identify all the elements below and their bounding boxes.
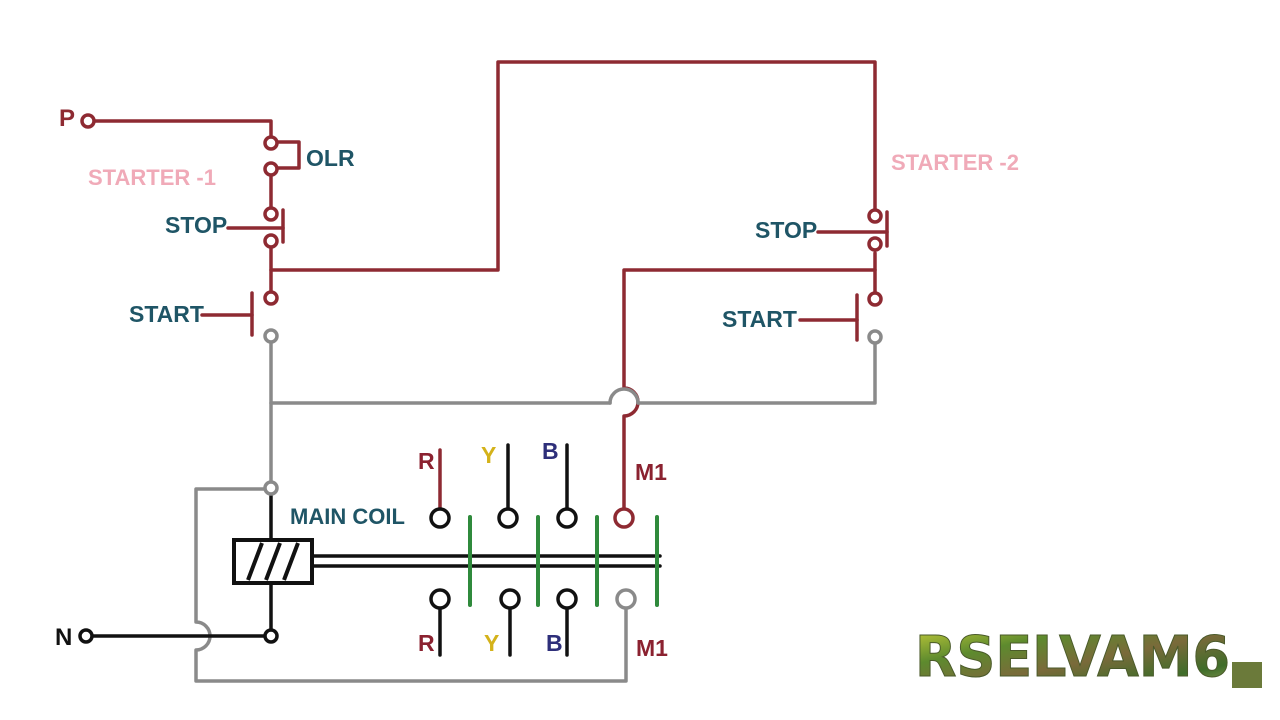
terminal-circle-icon xyxy=(263,135,279,151)
terminal-circle-icon xyxy=(499,588,521,610)
label-olr: OLR xyxy=(306,145,355,171)
terminal-circle-icon xyxy=(556,507,578,529)
terminal-circle-icon xyxy=(497,507,519,529)
terminal-circle-icon xyxy=(80,113,96,129)
terminal-circle-icon xyxy=(263,328,279,344)
terminal-circle-icon xyxy=(867,236,883,252)
terminal-circle-icon xyxy=(615,588,637,610)
black-wiring xyxy=(88,443,662,657)
coil-winding xyxy=(246,542,300,581)
terminal-circle-icon xyxy=(867,208,883,224)
terminal-circle-icon xyxy=(429,588,451,610)
label-m1-bottom: M1 xyxy=(636,635,668,661)
label-start-1: START xyxy=(129,301,204,327)
watermark-logo: RSELVAM6 xyxy=(915,625,1262,691)
label-n: N xyxy=(55,624,72,651)
label-starter-1: STARTER -1 xyxy=(88,165,216,190)
terminal-circle-icon xyxy=(556,588,578,610)
top-loop-wire xyxy=(269,60,877,272)
terminal-circle-icon xyxy=(263,480,279,496)
terminal-circle-icon xyxy=(263,233,279,249)
common-bus-right xyxy=(636,342,877,405)
phase-line xyxy=(86,119,273,142)
coil-icon xyxy=(232,538,314,585)
watermark-text: RSELVAM6 xyxy=(915,625,1230,690)
common-bus-hop xyxy=(608,387,640,405)
terminal-circle-icon xyxy=(263,628,279,644)
label-y-bottom: Y xyxy=(484,630,499,656)
watermark-underscore xyxy=(1232,662,1262,688)
label-starter-2: STARTER -2 xyxy=(891,150,1019,175)
label-r-top: R xyxy=(418,448,435,474)
label-stop-2: STOP xyxy=(755,217,817,243)
labels: P N OLR STARTER -1 STARTER -2 STOP START… xyxy=(55,105,1019,661)
terminal-circle-icon xyxy=(263,206,279,222)
label-main-coil: MAIN COIL xyxy=(290,504,405,529)
label-r-bottom: R xyxy=(418,630,435,656)
label-b-top: B xyxy=(542,438,559,464)
olr-contact xyxy=(274,140,301,170)
terminal-circle-icon xyxy=(263,290,279,306)
label-m1-top: M1 xyxy=(635,459,667,485)
label-p: P xyxy=(59,105,75,132)
terminal-circle-icon xyxy=(867,291,883,307)
terminal-circle-icon xyxy=(867,329,883,345)
label-b-bottom: B xyxy=(546,630,563,656)
terminal-circle-icon xyxy=(78,628,94,644)
terminal-circle-icon xyxy=(613,507,635,529)
terminals xyxy=(78,113,883,644)
label-y-top: Y xyxy=(481,442,496,468)
label-start-2: START xyxy=(722,306,797,332)
label-stop-1: STOP xyxy=(165,212,227,238)
terminal-circle-icon xyxy=(429,507,451,529)
terminal-circle-icon xyxy=(263,161,279,177)
contact-bars xyxy=(468,515,659,607)
